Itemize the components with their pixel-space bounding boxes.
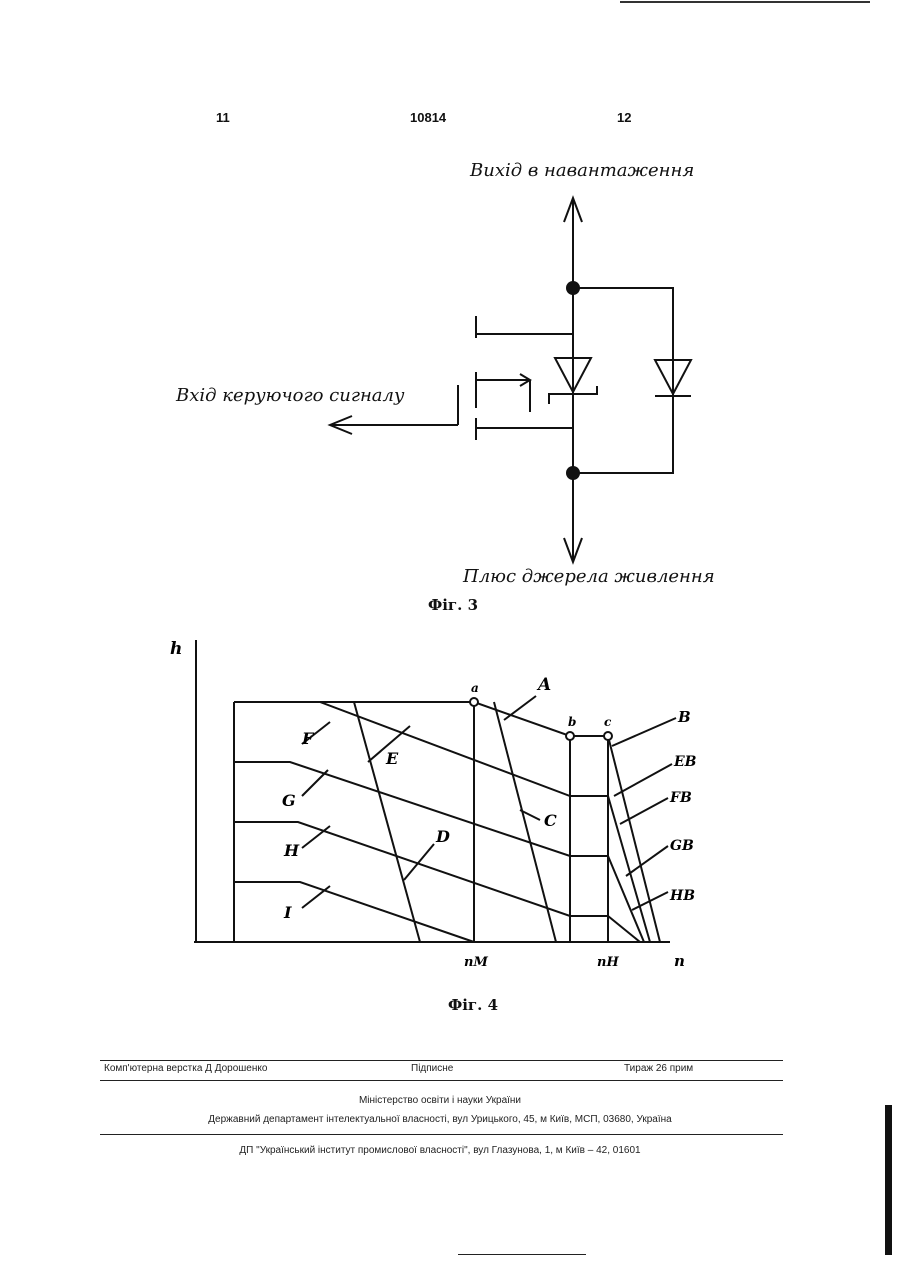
curve-label-F: F	[301, 729, 315, 748]
curve-label-B: B	[677, 708, 691, 726]
footer-composer: Комп'ютерна верстка Д Дорошенко	[104, 1063, 267, 1074]
curve-label-FB: FB	[669, 790, 692, 806]
footer-rule-bottom	[100, 1134, 783, 1135]
point-label-b: b	[568, 715, 576, 729]
fig3-caption: Фіг. 3	[428, 596, 478, 614]
fig3-circuit-diagram	[0, 0, 900, 620]
point-c	[604, 732, 612, 740]
curve-D-line	[354, 702, 420, 942]
curve-I	[234, 882, 474, 942]
point-b	[566, 732, 574, 740]
scan-bottom-line	[458, 1254, 586, 1255]
x-axis-label: n	[674, 952, 685, 970]
footer-department: Державний департамент інтелектуальної вл…	[0, 1114, 880, 1125]
curve-label-A: A	[536, 675, 551, 695]
footer-rule-middle	[100, 1080, 783, 1081]
footer-circulation: Тираж 26 прим	[624, 1063, 693, 1074]
parallel-branch	[573, 288, 673, 473]
curve-label-C: C	[544, 811, 557, 830]
curve-label-EB: EB	[673, 754, 697, 770]
footer-signed: Підписне	[411, 1063, 453, 1074]
y-axis-label: h	[170, 639, 182, 659]
curve-label-I: I	[283, 903, 292, 922]
footer-ministry: Міністерство освіти і науки України	[0, 1095, 880, 1106]
tick-nH: nH	[597, 955, 619, 970]
point-label-a: a	[471, 681, 479, 695]
junction-dot-top	[566, 281, 580, 295]
tick-nM: nM	[464, 955, 488, 970]
fig4-graph: h n nM nH a b c A B C D E F G H I EB FB …	[0, 620, 900, 980]
junction-dot-bottom	[566, 466, 580, 480]
curve-label-H: H	[283, 841, 300, 860]
curve-label-GB: GB	[670, 838, 694, 854]
curve-label-D: D	[435, 827, 450, 846]
curve-label-HB: HB	[669, 888, 695, 904]
point-a	[470, 698, 478, 706]
point-label-c: c	[604, 715, 612, 729]
footer-institute: ДП "Український інститут промислової вла…	[0, 1145, 880, 1156]
curve-label-G: G	[282, 791, 296, 810]
curve-label-E: E	[385, 749, 399, 768]
scan-right-edge-bar	[885, 1105, 892, 1255]
fig4-caption: Фіг. 4	[448, 996, 498, 1014]
footer-rule-top	[100, 1060, 783, 1061]
